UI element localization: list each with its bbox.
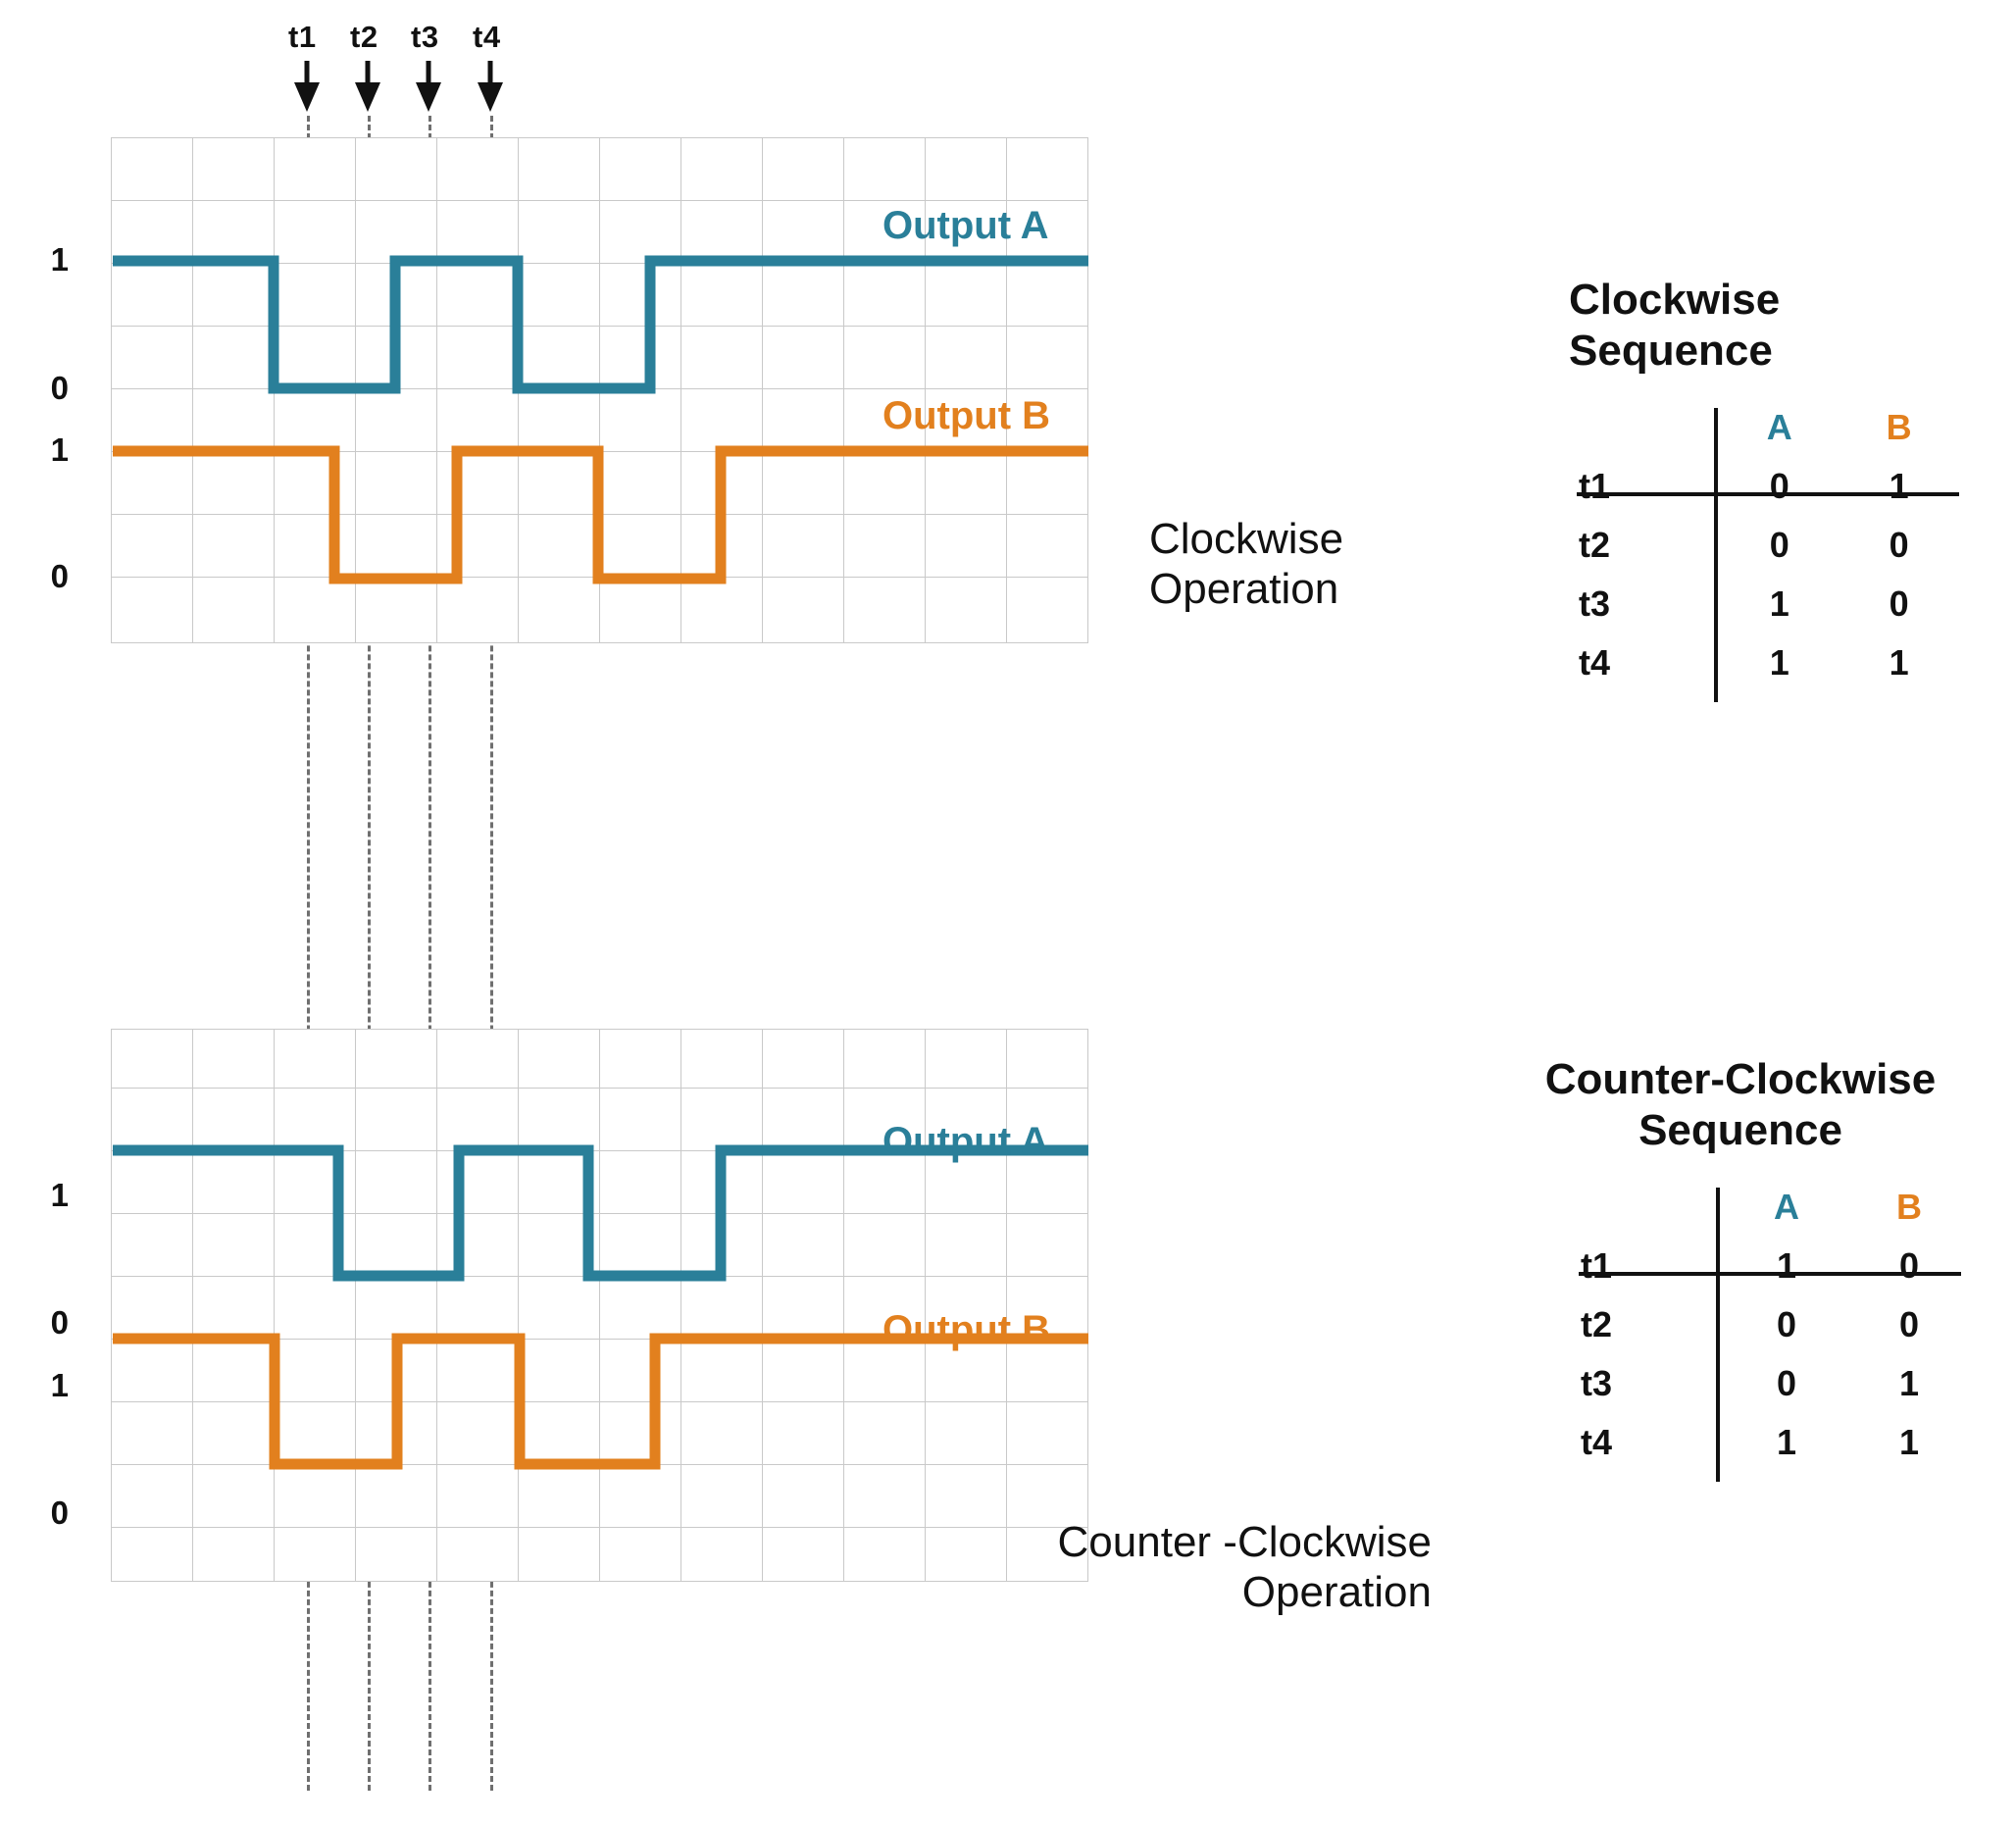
cell-a: 1: [1776, 1421, 1797, 1462]
time-marker-label-t3: t3: [411, 20, 439, 54]
table-row: t3 1 0: [1569, 575, 1961, 633]
caption-counter-clockwise-line1: Counter -Clockwise: [1057, 1518, 1432, 1566]
guide-line-t1: [307, 116, 310, 1791]
axis-label-top-a-low: 0: [50, 370, 69, 406]
series-label-bottom-output-b: Output B: [882, 1308, 1051, 1351]
table-row: t1 0 1: [1569, 457, 1961, 516]
col-header-b: B: [1886, 406, 1912, 447]
cell-time: t2: [1579, 524, 1611, 565]
axis-label-bottom-b-high: 1: [50, 1367, 69, 1403]
cell-time: t1: [1581, 1244, 1613, 1286]
axis-label-bottom-b-low: 0: [50, 1495, 69, 1531]
cell-b: 1: [1898, 1421, 1920, 1462]
cell-b: 0: [1889, 524, 1909, 565]
time-marker-label-t2: t2: [350, 20, 378, 54]
counter-clockwise-sequence-title-line1: Counter-Clockwise: [1544, 1055, 1937, 1103]
cell-time: t3: [1579, 583, 1611, 624]
cell-b: 0: [1889, 583, 1909, 624]
series-label-top-output-a: Output A: [882, 204, 1049, 247]
time-marker-label-t4: t4: [473, 20, 501, 54]
caption-clockwise-operation: Clockwise Operation: [1149, 515, 1343, 614]
table-vertical-rule: [1716, 1187, 1720, 1482]
clockwise-sequence-title-line2: Sequence: [1569, 326, 1773, 375]
counter-clockwise-sequence-table: A B t1 1 0 t2 0 0 t3: [1571, 1178, 2016, 1492]
cell-b: 1: [1889, 465, 1909, 506]
table-row: t3 0 1: [1571, 1354, 1973, 1413]
counter-clockwise-sequence-title-line2: Sequence: [1638, 1105, 1842, 1154]
caption-clockwise-line2: Operation: [1149, 564, 1339, 613]
cell-b: 0: [1898, 1303, 1920, 1344]
cell-a: 1: [1776, 1244, 1797, 1286]
cell-a: 0: [1776, 1362, 1797, 1403]
cell-a: 0: [1776, 1303, 1797, 1344]
table-row: t2 0 0: [1569, 516, 1961, 575]
caption-counter-clockwise-line2: Operation: [1241, 1567, 1432, 1616]
cell-time: t4: [1579, 641, 1611, 683]
clockwise-sequence-title: Clockwise Sequence: [1569, 275, 1961, 377]
table-row: t2 0 0: [1571, 1295, 1973, 1354]
cell-a: 0: [1769, 465, 1789, 506]
col-header-a: A: [1774, 1186, 1799, 1227]
waveform-bottom-output-b: [113, 1333, 1088, 1470]
series-label-top-output-b: Output B: [882, 394, 1051, 437]
caption-clockwise-line1: Clockwise: [1149, 515, 1344, 563]
time-marker-label-t1: t1: [288, 20, 317, 54]
cell-b: 0: [1898, 1244, 1920, 1286]
guide-line-t4: [490, 116, 493, 1791]
guide-line-t2: [368, 116, 371, 1791]
cell-time: t1: [1579, 465, 1611, 506]
table-horizontal-rule: [1577, 491, 1959, 496]
guide-line-t3: [428, 116, 431, 1791]
chart-clockwise: [111, 137, 1088, 643]
counter-clockwise-sequence-block: Counter-Clockwise Sequence A B t1 1: [1510, 1054, 1971, 1492]
col-header-time: [1571, 1178, 1728, 1237]
col-header-a: A: [1766, 406, 1792, 447]
col-header-time: [1569, 398, 1722, 457]
table-vertical-rule: [1714, 407, 1718, 702]
cell-a: 0: [1769, 524, 1789, 565]
col-header-b: B: [1896, 1186, 1922, 1227]
cell-time: t2: [1581, 1303, 1613, 1344]
clockwise-sequence-block: Clockwise Sequence A B t1 0 1: [1569, 275, 1961, 712]
cell-time: t4: [1581, 1421, 1613, 1462]
table-horizontal-rule: [1579, 1271, 1961, 1276]
counter-clockwise-sequence-title: Counter-Clockwise Sequence: [1510, 1054, 1971, 1156]
waveform-top-output-b: [113, 445, 1088, 584]
waveform-bottom-output-a: [113, 1144, 1088, 1282]
axis-label-top-a-high: 1: [50, 241, 69, 278]
waveform-top-output-a: [113, 255, 1088, 394]
cell-b: 1: [1898, 1362, 1920, 1403]
table-row: t1 1 0: [1571, 1237, 1973, 1295]
table-row: t4 1 1: [1571, 1413, 1973, 1472]
cell-a: 1: [1769, 583, 1789, 624]
clockwise-sequence-table: A B t1 0 1 t2 0 0 t3: [1569, 398, 1961, 712]
cell-time: t3: [1581, 1362, 1613, 1403]
axis-label-bottom-a-high: 1: [50, 1177, 69, 1213]
axis-label-top-b-low: 0: [50, 558, 69, 594]
cell-b: 1: [1889, 641, 1909, 683]
axis-label-top-b-high: 1: [50, 431, 69, 468]
table-row: t4 1 1: [1569, 633, 1961, 692]
clockwise-sequence-title-line1: Clockwise: [1569, 276, 1781, 324]
chart-counter-clockwise: [111, 1029, 1088, 1582]
series-label-bottom-output-a: Output A: [882, 1120, 1049, 1163]
cell-a: 1: [1769, 641, 1789, 683]
caption-counter-clockwise-operation: Counter -Clockwise Operation: [922, 1518, 1432, 1617]
axis-label-bottom-a-low: 0: [50, 1304, 69, 1341]
